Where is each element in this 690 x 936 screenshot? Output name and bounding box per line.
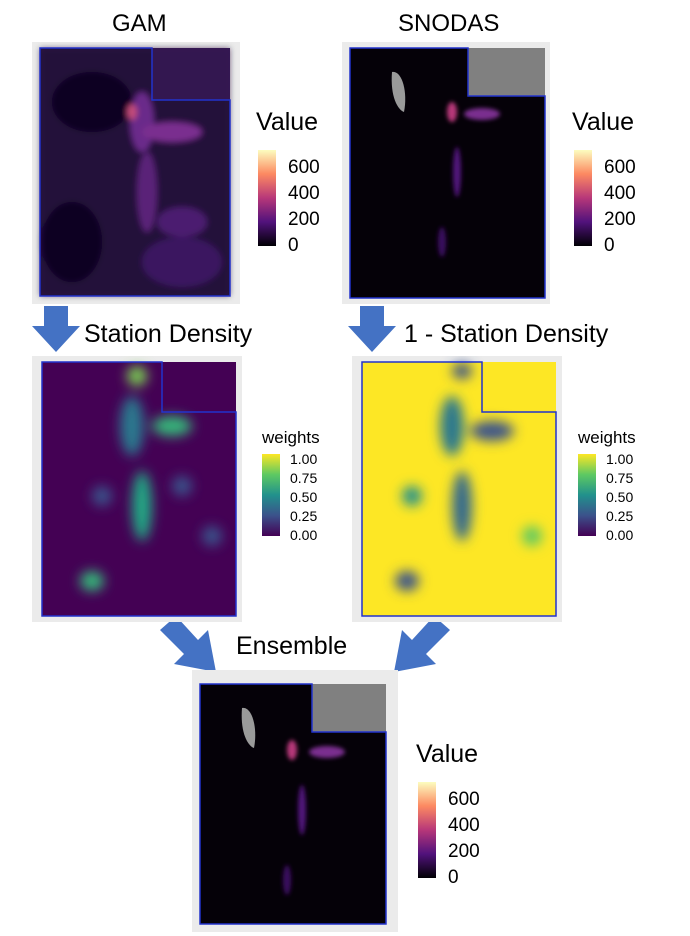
arrow-icon xyxy=(394,616,450,672)
weights-tick-left-000: 0.00 xyxy=(290,527,318,543)
ensemble-tick-200: 200 xyxy=(448,841,480,862)
one-minus-station-density-map xyxy=(361,361,557,617)
weights-legend-title-left: weights xyxy=(262,428,320,447)
gam-map xyxy=(39,47,231,297)
down-arrow-right xyxy=(348,306,396,352)
station-density-panel xyxy=(32,356,242,622)
weights-tick-left-075: 0.75 xyxy=(290,470,318,486)
weights-tick-left-025: 0.25 xyxy=(290,508,318,524)
down-arrow-left xyxy=(32,306,80,352)
snodas-map xyxy=(349,47,546,299)
snodas-tick-200: 200 xyxy=(604,209,636,230)
snodas-tick-600: 600 xyxy=(604,157,636,178)
ensemble-panel xyxy=(192,670,398,932)
arrow-icon xyxy=(348,306,396,352)
ensemble-title: Ensemble xyxy=(236,632,348,660)
weights-tick-right-100: 1.00 xyxy=(606,451,634,467)
snodas-tick-400: 400 xyxy=(604,183,636,204)
gam-title: GAM xyxy=(112,10,167,37)
diagonal-arrow-left xyxy=(160,616,216,672)
arrow-icon xyxy=(32,306,80,352)
gam-panel xyxy=(32,42,240,304)
weights-legend-title-right: weights xyxy=(578,428,636,447)
snodas-panel xyxy=(342,42,550,304)
diagonal-arrow-right xyxy=(394,616,450,672)
gam-tick-0: 0 xyxy=(288,235,299,256)
station-density-title: Station Density xyxy=(84,320,253,348)
ensemble-colorbar xyxy=(418,782,436,878)
snodas-colorbar xyxy=(574,150,592,246)
weights-tick-right-075: 0.75 xyxy=(606,470,634,486)
snodas-tick-0: 0 xyxy=(604,235,615,256)
ensemble-legend-title: Value xyxy=(416,740,479,768)
weights-tick-right-000: 0.00 xyxy=(606,527,634,543)
weights-tick-left-100: 1.00 xyxy=(290,451,318,467)
weights-colorbar-right xyxy=(578,454,596,536)
snodas-legend-title: Value xyxy=(572,108,635,136)
gam-tick-400: 400 xyxy=(288,183,320,204)
arrow-icon xyxy=(160,616,216,672)
station-density-map xyxy=(41,361,237,617)
ensemble-tick-400: 400 xyxy=(448,815,480,836)
gam-tick-600: 600 xyxy=(288,157,320,178)
gam-colorbar xyxy=(258,150,276,246)
snodas-title: SNODAS xyxy=(398,10,500,37)
one-minus-station-density-title: 1 - Station Density xyxy=(404,320,609,348)
ensemble-tick-0: 0 xyxy=(448,867,459,888)
one-minus-station-density-panel xyxy=(352,356,562,622)
gam-tick-200: 200 xyxy=(288,209,320,230)
ensemble-tick-600: 600 xyxy=(448,789,480,810)
ensemble-map xyxy=(199,683,387,925)
weights-tick-left-050: 0.50 xyxy=(290,489,318,505)
weights-tick-right-050: 0.50 xyxy=(606,489,634,505)
weights-colorbar-left xyxy=(262,454,280,536)
weights-tick-right-025: 0.25 xyxy=(606,508,634,524)
gam-legend-title: Value xyxy=(256,108,319,136)
